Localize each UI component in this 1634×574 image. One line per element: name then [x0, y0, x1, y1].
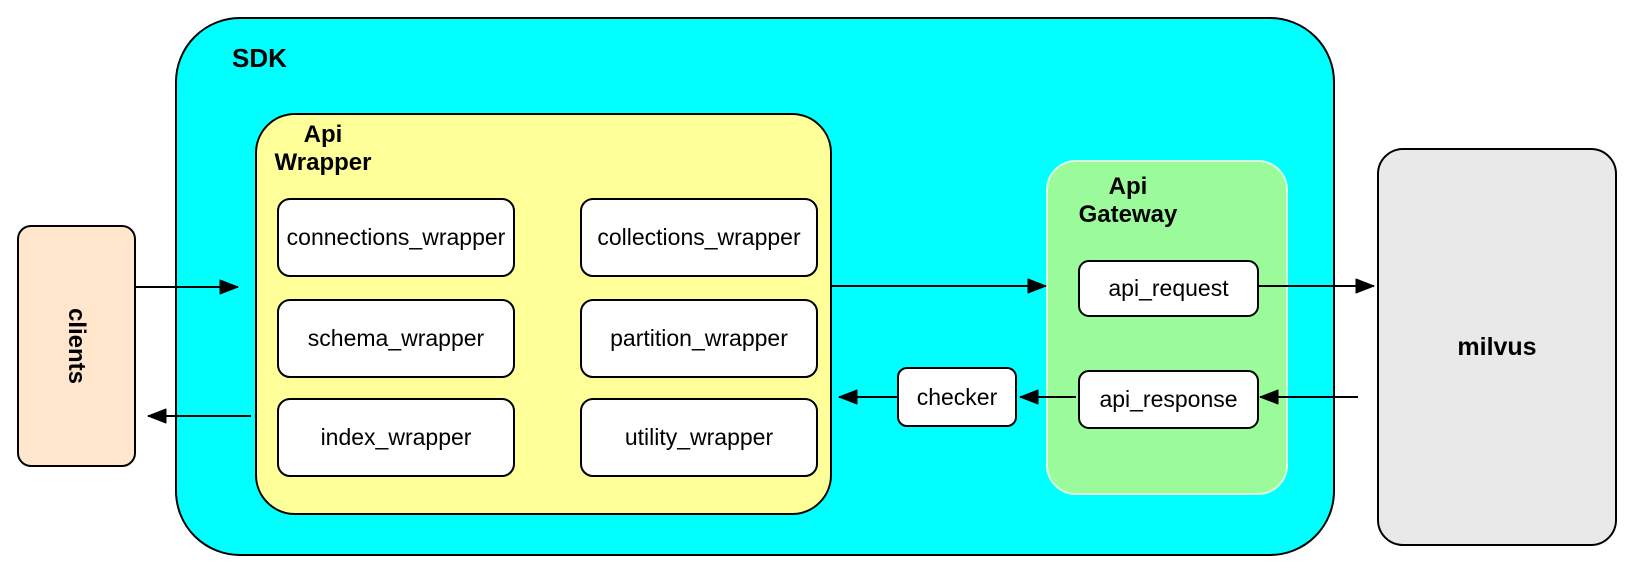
node-api-response: api_response — [1078, 370, 1259, 429]
api-gateway-label: Api Gateway — [1078, 173, 1178, 229]
node-api-request: api_request — [1078, 260, 1259, 317]
node-partition-wrapper: partition_wrapper — [580, 299, 818, 378]
sdk-label: SDK — [232, 43, 287, 73]
node-collections-wrapper: collections_wrapper — [580, 198, 818, 277]
node-utility-wrapper: utility_wrapper — [580, 398, 818, 477]
node-schema-wrapper: schema_wrapper — [277, 299, 515, 378]
node-api-wrapper: Api Wrapper connections_wrapper collecti… — [255, 113, 832, 515]
node-checker: checker — [897, 367, 1017, 427]
node-index-wrapper: index_wrapper — [277, 398, 515, 477]
clients-label: clients — [63, 307, 91, 385]
node-milvus: milvus — [1377, 148, 1617, 546]
api-wrapper-label: Api Wrapper — [274, 121, 372, 177]
node-api-gateway: Api Gateway api_request api_response — [1046, 160, 1288, 495]
node-connections-wrapper: connections_wrapper — [277, 198, 515, 277]
node-clients: clients — [17, 225, 136, 467]
